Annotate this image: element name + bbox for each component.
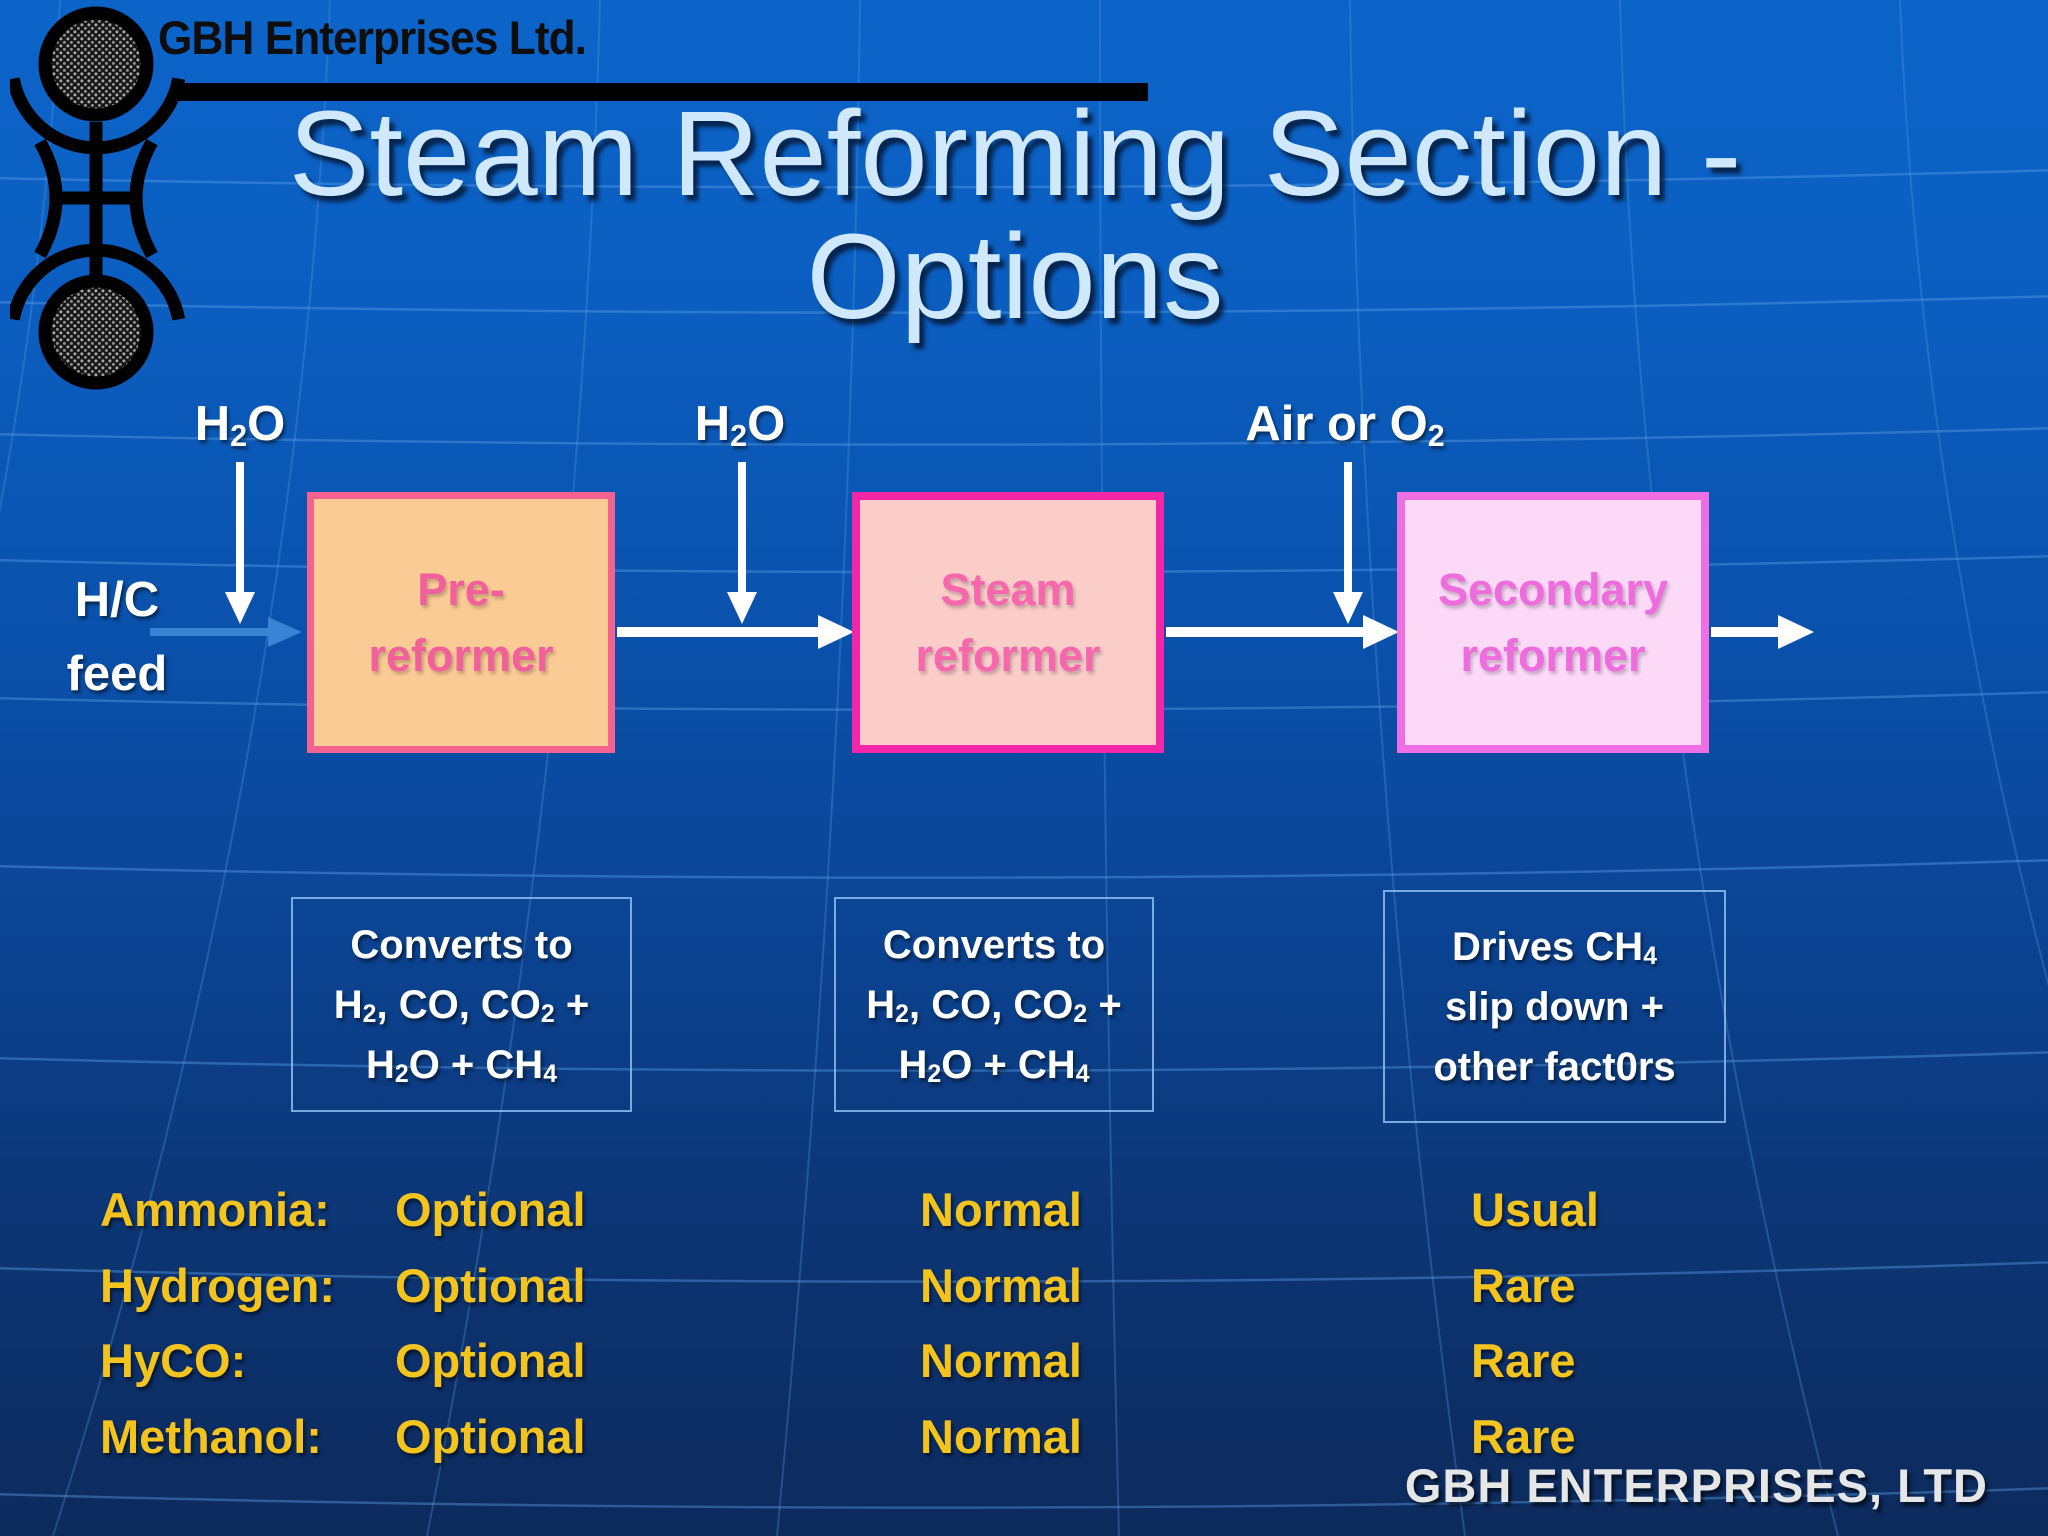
- pre-reformer-label-line2: reformer: [368, 629, 554, 681]
- pre-reformer-label-line1: Pre-: [417, 564, 505, 616]
- footer-company-name: GBH ENTERPRISES, LTD: [1404, 1459, 1988, 1512]
- table-cell: Normal: [920, 1334, 1082, 1387]
- secondary-reformer-label-line2: reformer: [1460, 629, 1646, 681]
- steam-reformer-box: Steam reformer: [852, 492, 1164, 753]
- note-line: H2O + CH4: [366, 1042, 557, 1089]
- table-cell: Normal: [920, 1183, 1082, 1236]
- table-product-label: Ammonia:: [100, 1183, 330, 1236]
- steam-reformer-note-box: Converts to H2, CO, CO2 + H2O + CH4: [834, 897, 1154, 1112]
- secondary-reformer-note-box: Drives CH4 slip down + other fact0rs: [1383, 890, 1726, 1123]
- water1-down-arrow: [225, 462, 255, 624]
- table-cell: Optional: [395, 1258, 586, 1312]
- table-cell: Optional: [395, 1334, 586, 1387]
- table-cell: Rare: [1471, 1334, 1576, 1387]
- table-cell: Usual: [1471, 1183, 1599, 1236]
- table-product-label: Hydrogen:: [100, 1258, 335, 1312]
- note-line: other fact0rs: [1433, 1044, 1676, 1089]
- water2-down-arrow: [727, 462, 757, 624]
- options-table: Ammonia: Optional Normal Usual Hydrogen:…: [100, 1182, 1691, 1484]
- secondary-reformer-box: Secondary reformer: [1397, 492, 1709, 753]
- steam-to-secondary-arrow: [1166, 615, 1399, 649]
- note-line: H2, CO, CO2 +: [333, 982, 590, 1029]
- note-line: Converts to: [882, 922, 1106, 967]
- air-down-arrow: [1333, 462, 1363, 624]
- table-cell: Optional: [395, 1409, 586, 1463]
- table-product-label: Methanol:: [100, 1409, 322, 1463]
- note-line: Drives CH4: [1452, 924, 1657, 971]
- slide-title-line1: Steam Reforming Section -: [288, 85, 1742, 221]
- steam-reformer-label-line2: reformer: [915, 629, 1101, 681]
- note-line: H2O + CH4: [898, 1042, 1090, 1089]
- hc-feed-label: H/C feed: [28, 564, 206, 711]
- water1-label: H2O: [194, 397, 286, 454]
- water2-label: H2O: [694, 397, 786, 454]
- slide-title-line2: Options: [806, 208, 1224, 345]
- header-company-name: GBH Enterprises Ltd.: [158, 11, 587, 64]
- hc-feed-line2: feed: [66, 646, 168, 701]
- air-or-oxygen-label: Air or O2: [1245, 397, 1445, 454]
- gbh-logo: [10, 6, 186, 390]
- table-cell: Rare: [1471, 1258, 1576, 1312]
- slide-title: Steam Reforming Section - Options: [0, 85, 2030, 345]
- note-line: Converts to: [350, 922, 573, 967]
- note-line: slip down +: [1445, 984, 1664, 1029]
- table-product-label: HyCO:: [100, 1334, 247, 1387]
- note-line: H2, CO, CO2 +: [866, 982, 1122, 1029]
- pre-reformer-note-box: Converts to H2, CO, CO2 + H2O + CH4: [291, 897, 632, 1112]
- pre-to-steam-arrow: [617, 615, 854, 649]
- table-cell: Normal: [920, 1258, 1082, 1312]
- table-cell: Normal: [920, 1409, 1082, 1463]
- table-cell: Rare: [1471, 1409, 1576, 1463]
- secondary-reformer-label-line1: Secondary: [1437, 564, 1669, 616]
- steam-reformer-label-line1: Steam: [940, 564, 1076, 616]
- table-cell: Optional: [395, 1183, 586, 1236]
- header-underline-bar: [178, 83, 1148, 101]
- secondary-outlet-arrow: [1711, 615, 1814, 649]
- pre-reformer-box: Pre- reformer: [307, 492, 615, 753]
- hc-feed-line1: H/C: [74, 573, 160, 627]
